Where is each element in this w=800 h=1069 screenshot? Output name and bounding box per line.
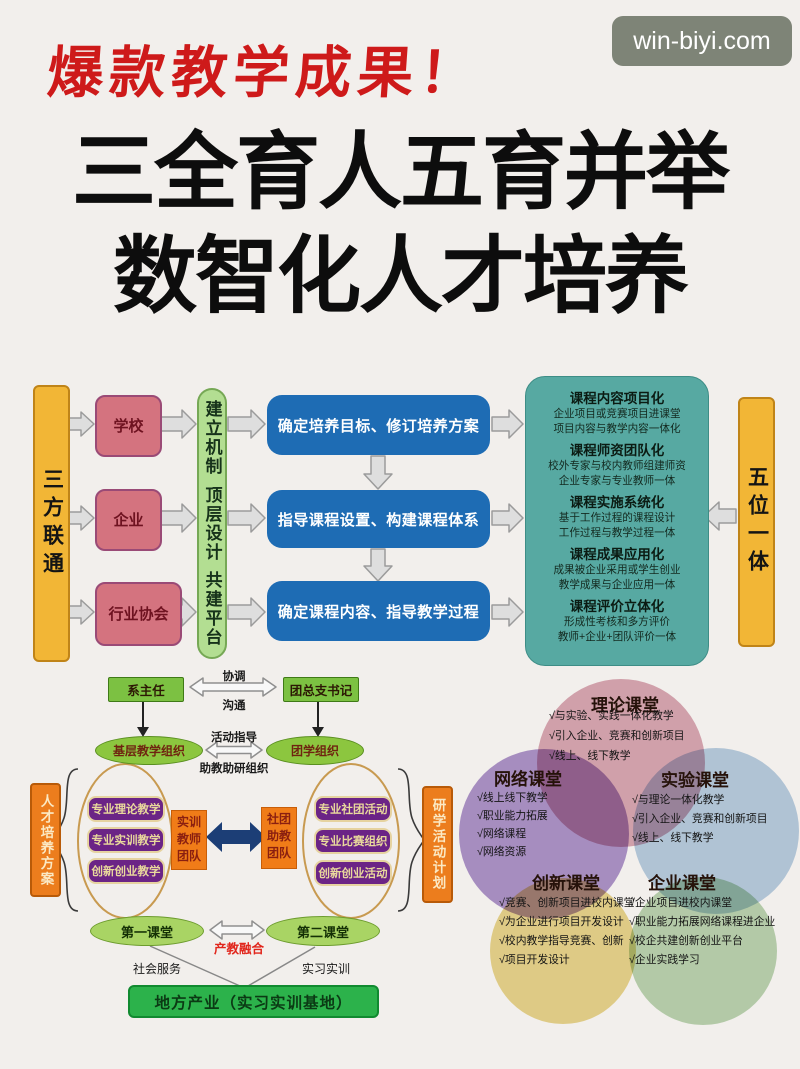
watermark-text: win-biyi.com <box>633 26 771 55</box>
source-box-enterprise: 企业 <box>95 489 162 551</box>
activity-item-contest: 专业比赛组织 <box>314 828 392 854</box>
three-way-bar: 三方联通 <box>33 385 70 662</box>
right-brace <box>397 768 425 912</box>
watermark-badge: win-biyi.com <box>612 16 792 66</box>
venn-list-innovation: √竞赛、创新项目进校内课堂 √为企业进行项目开发设计 √校内教学指导竞赛、创新 … <box>499 897 635 966</box>
activity-item-startup: 创新创业活动 <box>314 860 392 886</box>
flow-arrow <box>159 503 197 533</box>
mechanism-phrase: 共建平台 <box>202 571 222 647</box>
three-way-bar-label: 三方联通 <box>40 467 64 580</box>
talent-plan-bar: 人才培养方案 <box>30 783 61 897</box>
five-in-one-label: 五位一体 <box>745 466 769 578</box>
flow-arrow <box>491 597 524 627</box>
flow-arrow <box>227 503 266 533</box>
flow-arrow-down <box>363 548 393 582</box>
venn-list-theory: √与实验、实践一体化教学 √引入企业、竞赛和创新项目 √线上、线下教学 <box>549 710 685 762</box>
tagline: 爆款教学成果！ <box>45 43 484 105</box>
second-class-ellipse: 第二课堂 <box>266 916 380 946</box>
title-line-2: 数智化人才培养 <box>112 231 689 324</box>
mechanism-bar: 建立机制 顶层设计 共建平台 <box>197 388 227 659</box>
assistant-org-label: 助教助研组织 <box>199 763 269 775</box>
industry-education-fusion-label: 产教融合 <box>213 942 264 956</box>
flow-arrow <box>67 505 95 531</box>
flow-arrow <box>491 409 524 439</box>
outcomes-panel: 课程内容项目化 企业项目或竞赛项目进课堂 项目内容与教学内容一体化 课程师资团队… <box>525 376 709 666</box>
teaching-org-ellipse: 基层教学组织 <box>95 736 203 765</box>
flow-arrow <box>67 599 95 625</box>
venn-circle-innovation <box>490 878 636 1024</box>
venn-title-innovation: 创新课堂 <box>532 874 600 893</box>
title-line-1: 三全育人五育并举 <box>71 127 730 220</box>
outcome-title: 课程成果应用化 <box>569 547 665 562</box>
step-box-1: 确定培养目标、修订培养方案 <box>267 395 490 455</box>
social-service-label: 社会服务 <box>132 962 181 976</box>
training-teacher-team-box: 实训教师团队 <box>171 810 207 870</box>
navy-double-arrow <box>206 822 266 852</box>
dept-head-box: 系主任 <box>108 677 184 702</box>
communicate-label: 沟通 <box>222 700 246 712</box>
venn-title-theory: 理论课堂 <box>591 696 659 715</box>
page-title: 三全育人五育并举 数智化人才培养 <box>0 122 800 330</box>
flow-arrow <box>491 503 524 533</box>
outcome-title: 课程内容项目化 <box>569 391 665 406</box>
activity-item-club: 专业社团活动 <box>314 796 392 822</box>
league-org-ellipse: 团学组织 <box>266 736 364 765</box>
venn-list-network: √线上线下教学 √职业能力拓展 √网络课程 √网络资源 <box>477 792 548 858</box>
source-box-school: 学校 <box>95 395 162 457</box>
internship-label: 实习实训 <box>301 962 350 976</box>
mechanism-phrase: 建立机制 <box>202 400 222 476</box>
industry-base-box: 地方产业（实习实训基地） <box>128 985 379 1018</box>
five-in-one-bar: 五位一体 <box>738 397 775 647</box>
outcome-title: 课程实施系统化 <box>569 495 665 510</box>
flow-arrow-down <box>363 455 393 490</box>
venn-title-network: 网络课堂 <box>494 770 562 789</box>
double-arrow <box>209 920 265 940</box>
outcome-title: 课程评价立体化 <box>569 599 665 614</box>
league-secretary-box: 团总支书记 <box>283 677 359 702</box>
step-box-2: 指导课程设置、构建课程体系 <box>267 490 490 548</box>
source-box-association: 行业协会 <box>95 582 182 646</box>
coordinate-label: 协调 <box>222 671 246 683</box>
venn-list-experiment: √与理论一体化教学 √引入企业、竞赛和创新项目 √线上、线下教学 <box>632 794 768 844</box>
teaching-item-startup: 创新创业教学 <box>87 858 165 884</box>
first-class-ellipse: 第一课堂 <box>90 916 204 946</box>
step-box-3: 确定课程内容、指导教学过程 <box>267 581 490 641</box>
venn-title-experiment: 实验课堂 <box>661 771 729 790</box>
research-plan-bar: 研学活动计划 <box>422 786 453 903</box>
flow-arrow <box>227 597 266 627</box>
venn-circle-enterprise <box>629 877 777 1025</box>
flow-arrow <box>227 409 266 439</box>
teaching-item-practice: 专业实训教学 <box>87 827 165 853</box>
flow-arrow <box>159 409 197 439</box>
mechanism-phrase: 顶层设计 <box>202 485 222 562</box>
outcome-title: 课程师资团队化 <box>569 443 665 458</box>
activity-guide-label: 活动指导 <box>211 732 257 744</box>
venn-list-enterprise: √企业项目进校内课堂 √职业能力拓展网络课程进企业 √校企共建创新创业平台 √企… <box>629 897 776 966</box>
flow-arrow <box>67 411 95 437</box>
club-assistant-team-box: 社团助教团队 <box>261 807 297 869</box>
teaching-item-theory: 专业理论教学 <box>87 796 165 822</box>
venn-title-enterprise: 企业课堂 <box>648 874 716 893</box>
